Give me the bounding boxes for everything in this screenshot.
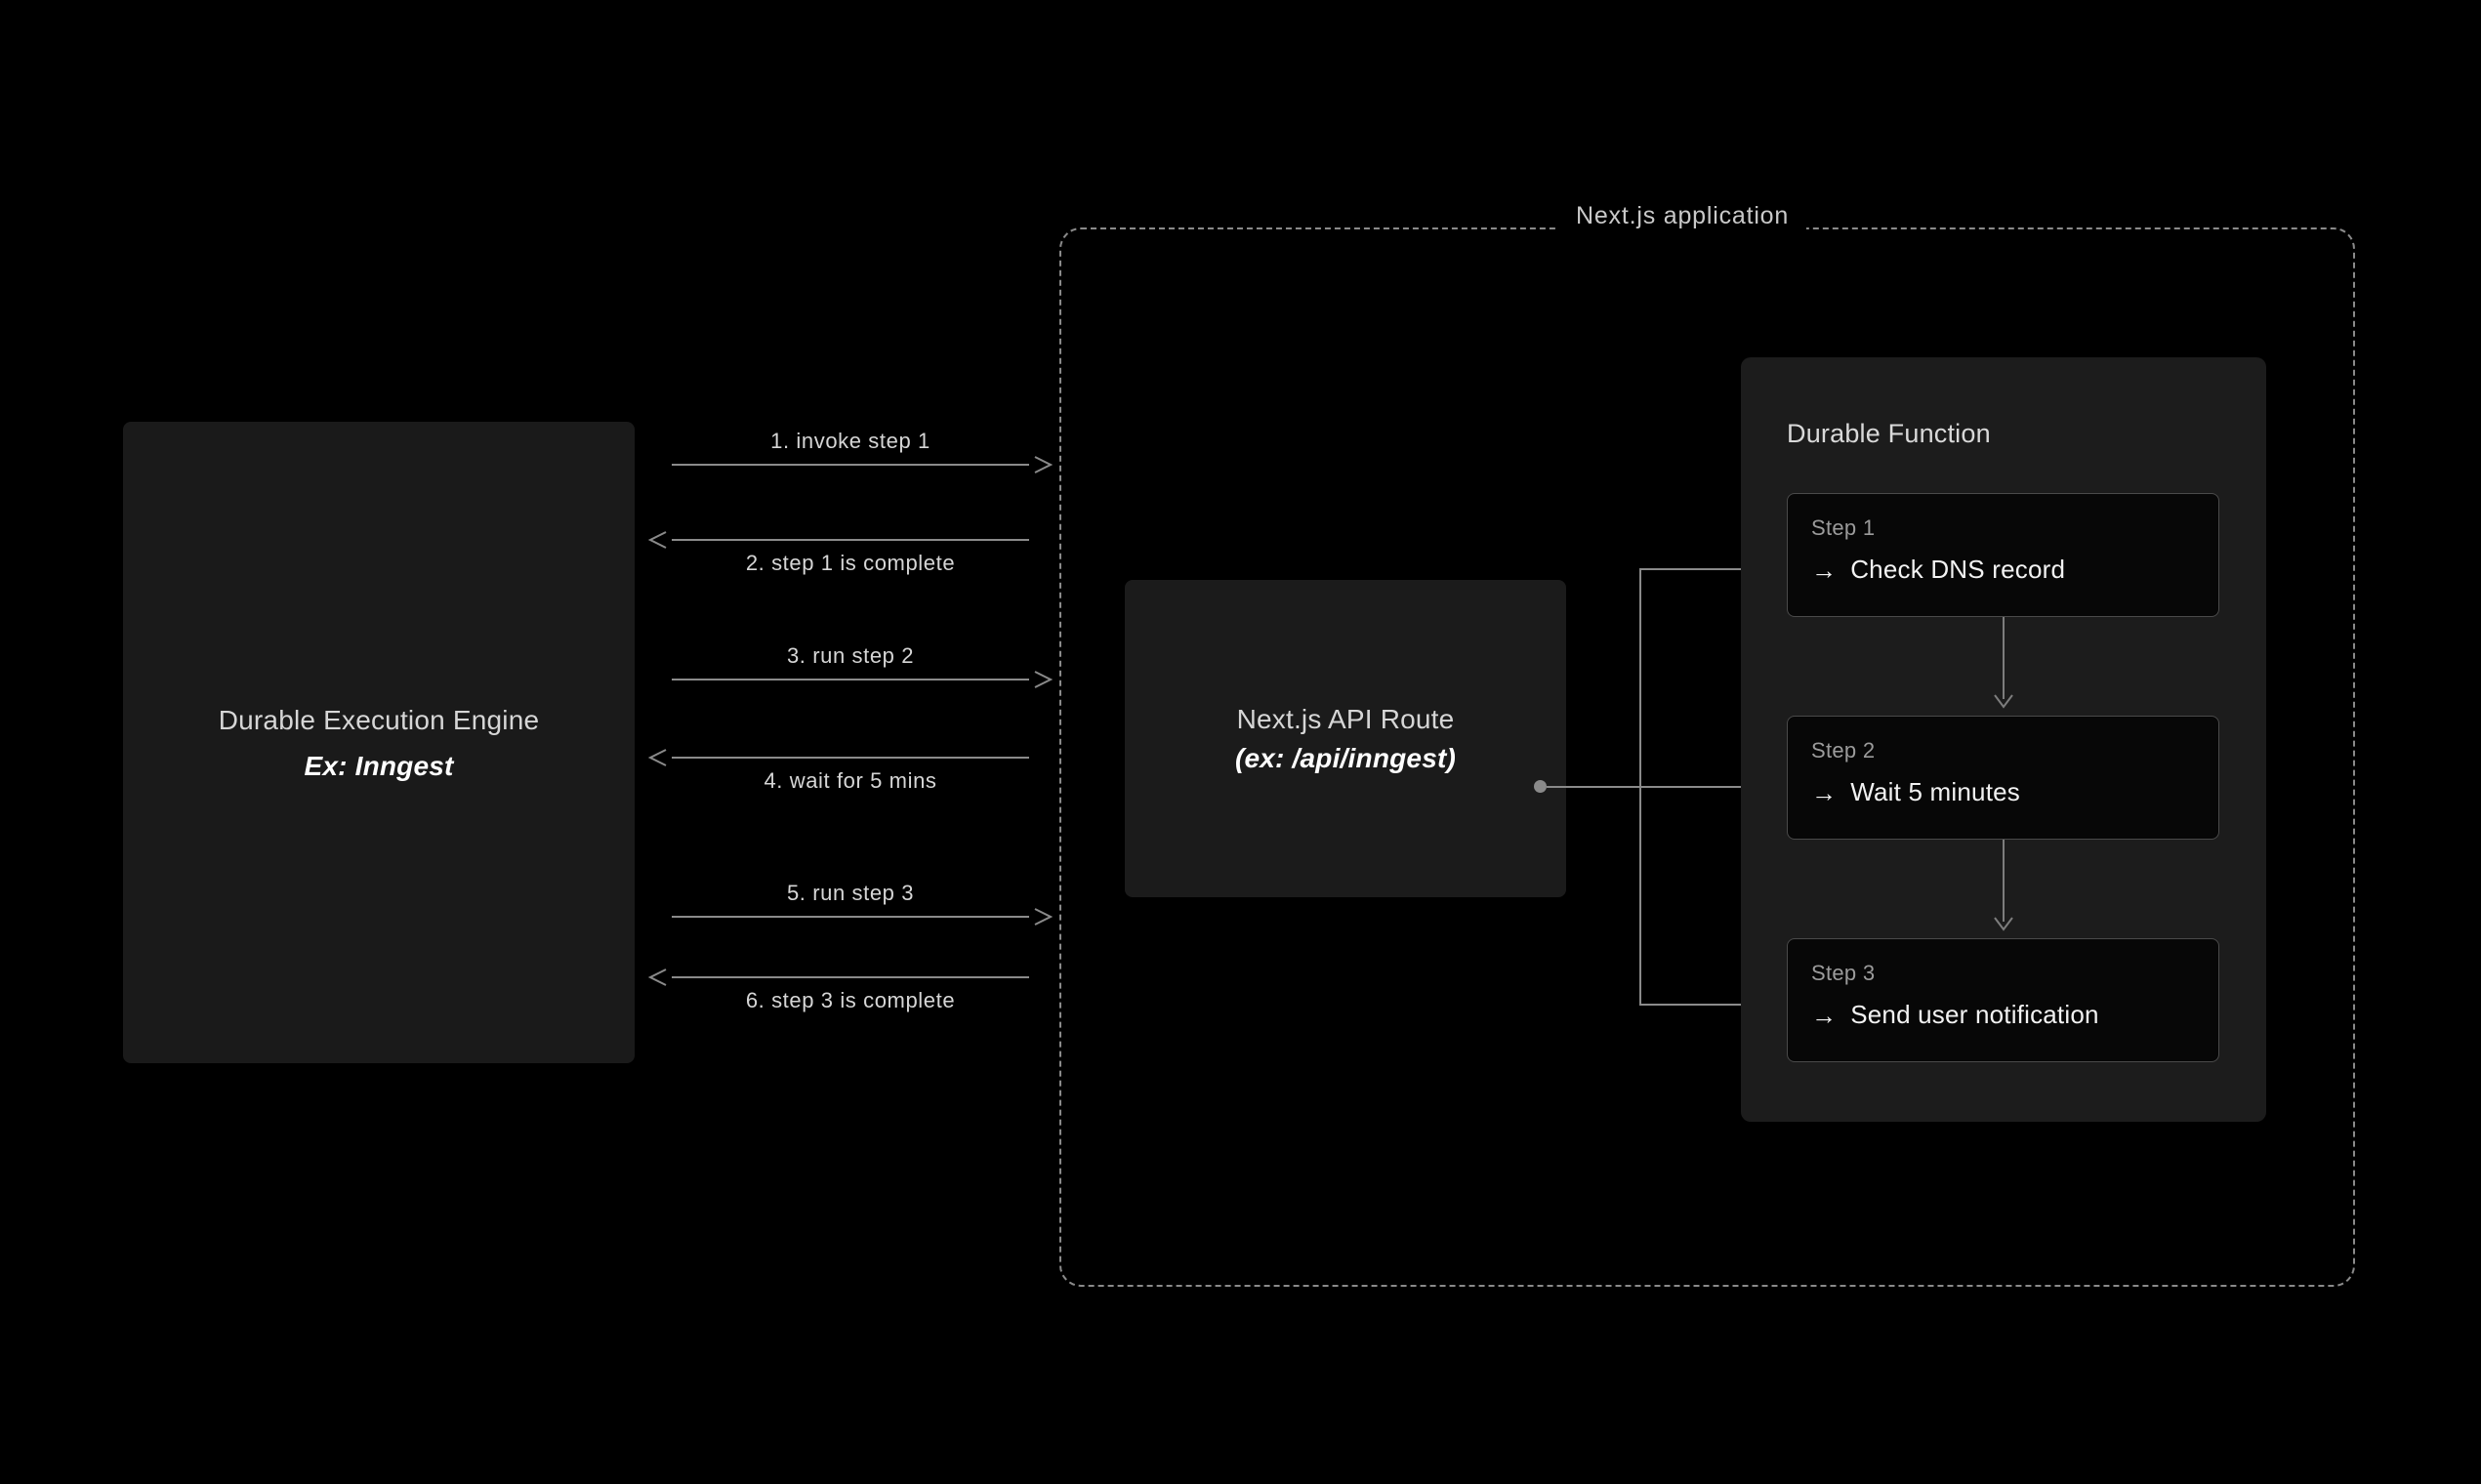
step-2-kicker: Step 2 [1811,738,1876,763]
sequence-label-2: 2. step 1 is complete [745,551,956,575]
sequence-arrow-4: 4. wait for 5 mins [647,749,1029,793]
arrow-line [672,916,1029,918]
step-flow-line-1 [2003,617,2005,699]
arrow-line [672,679,1029,680]
connector-trunk-horizontal [1547,786,1811,788]
arrow-line [672,976,1029,978]
arrowhead-left-icon [647,965,674,990]
connector-trunk-vertical [1639,568,1641,1004]
arrowhead-left-icon [647,527,674,553]
step-box-2: Step 2 → Wait 5 minutes [1787,716,2219,840]
step-3-body: → Send user notification [1811,1000,2099,1030]
step-flow-arrowhead-2-icon [1992,916,2015,931]
sequence-arrow-3: 3. run step 2 [672,643,1054,688]
step-1-kicker: Step 1 [1811,515,1876,540]
step-3-kicker: Step 3 [1811,961,1876,985]
step-2-body: → Wait 5 minutes [1811,777,2020,807]
sequence-label-6: 6. step 3 is complete [745,988,956,1012]
arrow-right-icon: → [1811,555,1838,585]
sequence-label-4: 4. wait for 5 mins [764,768,937,793]
step-box-3: Step 3 → Send user notification [1787,938,2219,1062]
sequence-arrow-6: 6. step 3 is complete [647,969,1029,1012]
api-route-connector-dot [1534,780,1547,793]
connector-branch-step1 [1639,568,1811,570]
step-flow-line-2 [2003,840,2005,922]
durable-execution-engine-box: Durable Execution Engine Ex: Inngest [123,422,635,1063]
api-route-title: Next.js API Route [1236,703,1455,734]
step-1-body: → Check DNS record [1811,555,2065,585]
sequence-arrow-5: 5. run step 3 [672,881,1054,926]
sequence-label-3: 3. run step 2 [786,643,915,668]
nextjs-api-route-box: Next.js API Route (ex: /api/inngest) [1125,580,1566,897]
arrowhead-right-icon [1027,667,1054,692]
step-2-label: Wait 5 minutes [1850,777,2020,806]
arrow-line [672,464,1029,466]
sequence-arrow-1: 1. invoke step 1 [672,429,1054,474]
engine-subtitle: Ex: Inngest [304,750,454,781]
sequence-arrow-2: 2. step 1 is complete [647,531,1029,575]
step-1-label: Check DNS record [1850,555,2066,584]
step-box-1: Step 1 → Check DNS record [1787,493,2219,617]
durable-function-title: Durable Function [1787,419,1991,448]
arrowhead-left-icon [647,745,674,770]
arrowhead-right-icon [1027,904,1054,929]
api-route-subtitle: (ex: /api/inngest) [1234,742,1457,773]
engine-title: Durable Execution Engine [218,704,540,735]
arrow-right-icon: → [1811,777,1838,807]
durable-function-panel: Durable Function Step 1 → Check DNS reco… [1741,357,2266,1122]
sequence-label-1: 1. invoke step 1 [770,429,930,453]
arrow-line [672,539,1029,541]
arrow-line [672,757,1029,759]
connector-branch-step3 [1639,1004,1811,1006]
nextjs-application-title: Next.js application [1558,202,1807,230]
arrow-right-icon: → [1811,1000,1838,1030]
arrowhead-right-icon [1027,452,1054,477]
step-flow-arrowhead-1-icon [1992,693,2015,709]
step-3-label: Send user notification [1850,1000,2099,1029]
sequence-label-5: 5. run step 3 [786,881,915,905]
